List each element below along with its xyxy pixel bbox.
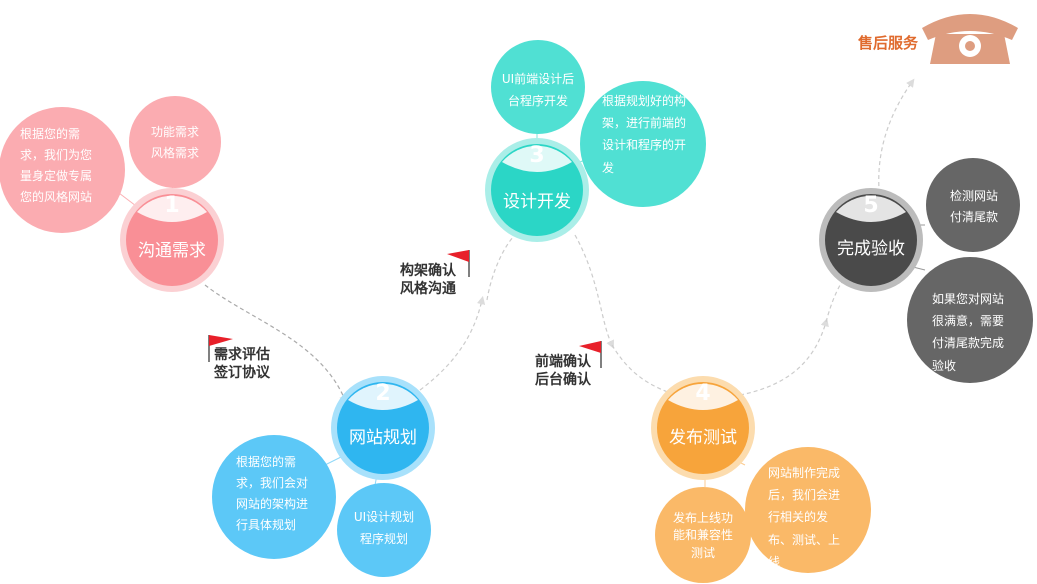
stage-2-circle xyxy=(331,376,435,480)
connector-4-5 xyxy=(739,317,829,396)
stage-3-note-large xyxy=(580,81,706,207)
flag-icon xyxy=(447,250,470,277)
stage-1-note-large-text: 根据您的需求，我们为您量身定做专属您的风格网站 xyxy=(20,127,93,204)
stage-1-note-large xyxy=(0,107,125,233)
stage-1-number: 1 xyxy=(164,193,180,218)
milestone-1-line2: 签订协议 xyxy=(214,365,270,382)
flag-icon xyxy=(579,341,602,368)
connector-3-4 xyxy=(574,234,614,349)
stage-5-note-large-text: 如果您对网站很满意，需要付清尾款完成验收 xyxy=(932,292,1005,373)
stage-2-title: 网站规划 xyxy=(349,428,417,448)
stage-4-number: 4 xyxy=(695,381,711,406)
stage-4-title: 发布测试 xyxy=(669,428,737,448)
stage-2-note-large-text: 根据您的需求，我们会对网站的架构进行具体规划 xyxy=(236,455,309,532)
milestone-1-line1: 需求评估 xyxy=(214,347,270,363)
milestone-3-line1: 前端确认 xyxy=(535,354,591,370)
stage-5-note-small xyxy=(926,158,1020,252)
phone-icon xyxy=(922,14,1018,64)
flow-connectors xyxy=(204,78,915,404)
connector-4down xyxy=(611,344,671,394)
stage-4-circle xyxy=(651,376,755,480)
after-sales-service-label: 售后服务 xyxy=(857,34,918,52)
stage-5-note-small-text: 检测网站付清尾款 xyxy=(949,189,998,224)
stage-4-note-large xyxy=(745,447,871,573)
stage-3-note-small xyxy=(491,40,585,134)
flag-icon xyxy=(208,335,233,362)
milestone-flags xyxy=(208,250,602,368)
stage-5-title: 完成验收 xyxy=(837,239,905,259)
stage-3-number: 3 xyxy=(529,143,545,168)
connector-5up xyxy=(825,281,843,323)
milestone-1-label: 需求评估 签订协议 xyxy=(214,346,294,382)
milestone-2-line2: 风格沟通 xyxy=(400,281,456,298)
stage-1-note-small-text: 功能需求风格需求 xyxy=(150,125,199,160)
connector-5-service xyxy=(878,78,915,201)
stage-3-note-small-text: UI前端设计后台程序开发 xyxy=(501,72,575,109)
connector-2-3 xyxy=(419,295,486,391)
milestone-2-label: 构架确认 风格沟通 xyxy=(400,262,480,298)
stage-2-note-large xyxy=(212,435,336,559)
stage-3-title: 设计开发 xyxy=(503,192,571,212)
stage-2-note-small-text: UI设计规划程序规划 xyxy=(353,510,415,547)
stage-4-note-small-text: 发布上线功能和兼容性测试 xyxy=(672,511,733,560)
stage-5-circle xyxy=(819,188,923,292)
stage-4-note-large-text: 网站制作完成后，我们会进行相关的发布、测试、上线 xyxy=(768,466,841,569)
stage-circles xyxy=(120,138,923,480)
milestone-3-line2: 后台确认 xyxy=(535,372,591,389)
stage-5-note-large xyxy=(907,257,1033,383)
stage-2-note-small xyxy=(337,483,431,577)
stage-1-title: 沟通需求 xyxy=(138,241,206,261)
stage-4-note-small xyxy=(655,487,751,583)
milestone-3-label: 前端确认 后台确认 xyxy=(535,353,615,389)
milestone-2-line1: 构架确认 xyxy=(400,263,456,279)
connector-3up xyxy=(486,234,516,301)
stage-3-circle xyxy=(485,138,589,242)
connector-1-2 xyxy=(204,284,348,404)
stage-2-number: 2 xyxy=(375,381,391,406)
stage-1-note-small xyxy=(129,96,221,188)
note-bubbles xyxy=(0,40,1033,583)
stage-1-circle xyxy=(120,188,224,292)
stage-3-note-large-text: 根据规划好的构架，进行前端的设计和程序的开发 xyxy=(602,94,687,175)
stage-5-number: 5 xyxy=(863,193,879,218)
